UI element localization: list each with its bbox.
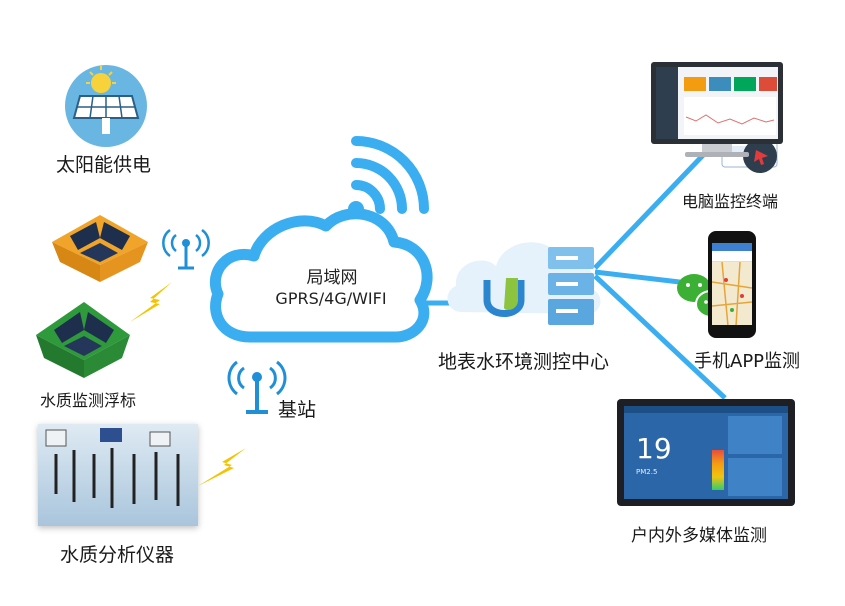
pc-stat-card <box>734 77 756 91</box>
pc-stat-card <box>709 77 731 91</box>
buoy-label: 水质监测浮标 <box>40 391 137 410</box>
media-tile <box>728 458 782 496</box>
media-pm-label: PM2.5 <box>636 468 658 476</box>
pc-sidebar <box>656 67 678 139</box>
orange-buoy <box>52 215 148 282</box>
cloud-icon <box>209 208 433 343</box>
media-tile <box>728 416 782 454</box>
phone-screen <box>712 243 752 325</box>
app-label: 手机APP监测 <box>694 351 801 372</box>
phone-device <box>708 231 756 338</box>
center-to-pc-link <box>593 148 710 270</box>
center-label: 地表水环境测控中心 <box>438 351 610 373</box>
cloud-line1: 局域网 <box>306 268 358 288</box>
pc-stand <box>702 144 732 152</box>
base-station-icon <box>227 360 287 414</box>
url-popup <box>721 136 778 173</box>
pc-stat-card <box>759 77 777 91</box>
phone-map <box>712 261 752 325</box>
analyzer-label: 水质分析仪器 <box>60 544 175 566</box>
media-aqi-scale <box>712 450 724 490</box>
pc-chart <box>684 97 776 135</box>
solar-panel-icon <box>65 65 147 147</box>
analyzer-photo <box>38 424 198 526</box>
lightning-icon <box>130 282 172 322</box>
pc-label: 电脑监控终端 <box>682 192 779 211</box>
pc-screen <box>656 67 778 139</box>
media-big-value: 19 <box>636 432 672 465</box>
cloud-line2: GPRS/4G/WIFI <box>275 289 387 308</box>
media-label: 户内外多媒体监测 <box>631 526 767 546</box>
pc-base <box>685 152 749 157</box>
center-to-media-link <box>593 274 727 400</box>
center-logo-icon <box>483 278 525 317</box>
green-buoy <box>36 302 130 378</box>
media-display: 19 PM2.5 <box>617 399 795 506</box>
pc-monitor <box>651 62 783 144</box>
media-screen: 19 PM2.5 <box>624 406 788 499</box>
antenna-icon <box>162 228 210 270</box>
base-station-label: 基站 <box>278 399 317 421</box>
wifi-signal-icon <box>351 136 429 214</box>
lightning-icon <box>198 448 246 486</box>
solar-label: 太阳能供电 <box>56 154 152 176</box>
pc-stat-card <box>684 77 706 91</box>
server-icon <box>548 247 594 325</box>
